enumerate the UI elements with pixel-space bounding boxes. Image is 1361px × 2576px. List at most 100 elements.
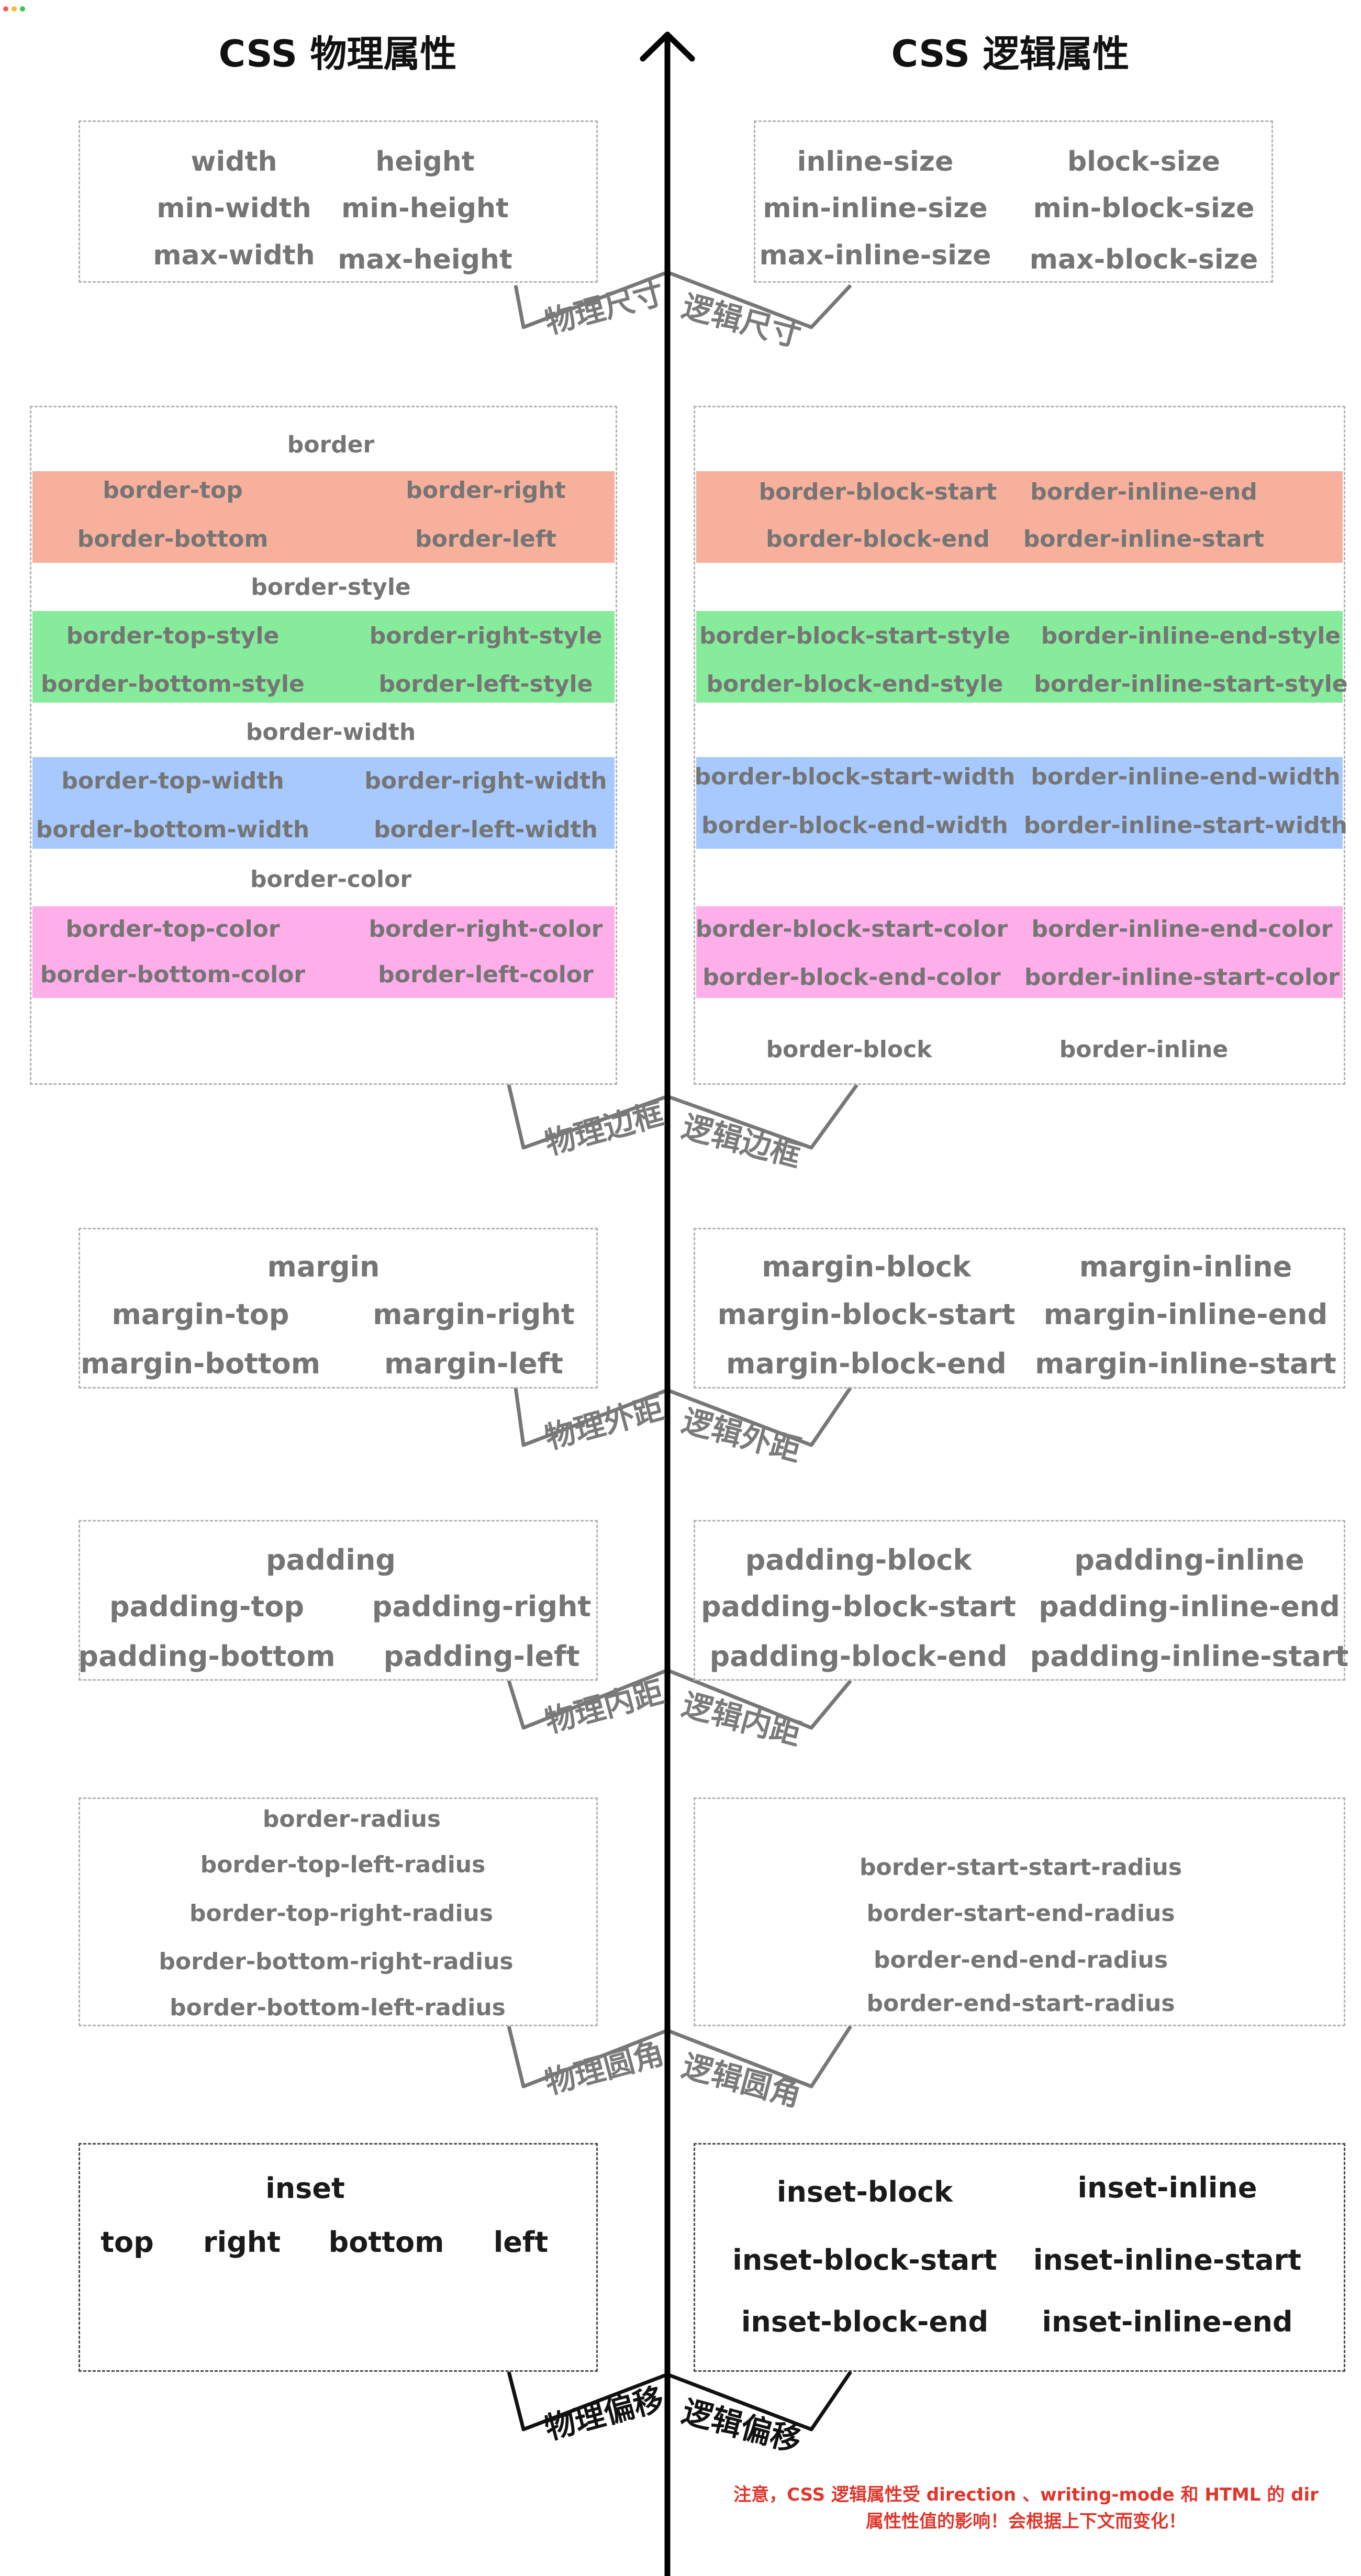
margin-prop: margin-inline-end <box>1043 1298 1328 1331</box>
padding-prop: padding <box>265 1544 396 1576</box>
physical-title: CSS 物理属性 <box>218 32 457 75</box>
size-prop: max-width <box>153 240 315 271</box>
maximize-dot <box>20 6 25 12</box>
padding-prop: padding-block-start <box>701 1590 1016 1623</box>
border-prop: border-inline-start-width <box>1023 812 1348 839</box>
border-prop: border-block-end-color <box>702 964 1001 991</box>
border-prop: border <box>287 431 375 458</box>
margin-prop: margin <box>267 1250 380 1283</box>
note-text: 注意，CSS 逻辑属性受 direction 、writing-mode 和 H… <box>701 2482 1351 2535</box>
border-prop: border-bottom-color <box>40 961 306 988</box>
logical-border-box <box>694 406 1345 1085</box>
note-line: 属性性值的影响！会根据上下文而变化！ <box>866 2511 1186 2532</box>
border-prop: border-top-color <box>65 916 280 942</box>
border-prop: border-block-start-color <box>695 916 1008 942</box>
border-prop: border-left-color <box>378 961 594 988</box>
size-prop: max-inline-size <box>759 240 991 271</box>
border-prop: border-bottom-width <box>36 816 310 843</box>
padding-prop: padding-block-end <box>709 1640 1008 1673</box>
border-prop: border-inline-end-color <box>1031 916 1333 942</box>
border-prop: border-right <box>406 477 566 504</box>
size-prop: min-inline-size <box>763 193 988 224</box>
border-prop: border-style <box>251 574 411 601</box>
border-width-band <box>696 757 1343 849</box>
physical-margin-box <box>79 1228 598 1389</box>
border-prop: border-right-width <box>364 768 607 794</box>
inset-prop: right <box>203 2226 281 2259</box>
size-prop: height <box>375 146 475 177</box>
logical-margin-box <box>694 1228 1345 1389</box>
border-prop: border-inline-end-style <box>1041 623 1341 649</box>
padding-prop: padding-inline-end <box>1039 1590 1340 1623</box>
physical-border-box <box>30 406 617 1085</box>
inset-prop: left <box>493 2226 549 2259</box>
border-prop: border-top-width <box>61 768 284 794</box>
size-prop: max-height <box>338 244 512 275</box>
border-prop: border-left <box>415 526 556 552</box>
inset-prop: inset-block-start <box>732 2244 997 2277</box>
margin-prop: margin-right <box>373 1298 575 1331</box>
border-prop: border-left-width <box>374 816 598 843</box>
radius-prop: border-top-left-radius <box>200 1851 486 1878</box>
radius-prop: border-end-start-radius <box>866 1990 1175 2017</box>
border-style-band <box>696 611 1343 703</box>
margin-prop: margin-left <box>384 1347 563 1380</box>
note-line: 注意，CSS 逻辑属性受 direction 、writing-mode 和 H… <box>733 2484 1319 2505</box>
padding-prop: padding-inline <box>1074 1544 1304 1576</box>
border-prop: border-right-style <box>369 623 603 649</box>
physical-inset-box <box>79 2143 598 2372</box>
border-prop: border-inline-start-color <box>1024 964 1340 991</box>
radius-prop: border-bottom-right-radius <box>159 1948 514 1975</box>
size-prop: width <box>191 146 277 177</box>
logical-title: CSS 逻辑属性 <box>891 32 1130 75</box>
padding-prop: padding-top <box>109 1590 304 1623</box>
padding-prop: padding-block <box>745 1544 972 1576</box>
margin-prop: margin-inline <box>1079 1250 1292 1283</box>
margin-prop: margin-bottom <box>80 1347 321 1380</box>
border-side-band <box>32 471 615 563</box>
border-prop: border-block-end-width <box>701 812 1008 839</box>
inset-prop: inset-inline <box>1077 2171 1257 2204</box>
radius-prop: border-start-start-radius <box>859 1854 1182 1881</box>
border-side-band <box>696 471 1343 563</box>
physical-radius-box <box>79 1797 598 2026</box>
border-prop: border-block-start <box>758 479 997 505</box>
inset-prop: inset-block-end <box>741 2305 989 2338</box>
margin-prop: margin-block <box>762 1250 971 1283</box>
inset-prop: inset <box>265 2172 345 2205</box>
padding-prop: padding-left <box>383 1640 580 1673</box>
border-prop: border-block-end-style <box>706 671 1003 697</box>
border-style-band <box>32 611 615 703</box>
radius-prop: border-radius <box>262 1806 441 1833</box>
border-prop: border-inline-end-width <box>1031 763 1341 790</box>
size-prop: max-block-size <box>1029 244 1258 275</box>
border-prop: border-top-style <box>66 623 280 649</box>
border-prop: border-block-start-style <box>699 623 1010 649</box>
border-prop: border-bottom-style <box>41 671 305 697</box>
margin-prop: margin-top <box>111 1298 289 1331</box>
inset-prop: inset-block <box>776 2175 953 2208</box>
minimize-dot <box>12 6 17 12</box>
border-prop: border-bottom <box>77 526 269 552</box>
size-prop: inline-size <box>797 146 954 177</box>
size-prop: min-width <box>157 193 311 224</box>
border-prop: border-inline-start <box>1023 526 1265 552</box>
inset-prop: inset-inline-end <box>1042 2305 1293 2338</box>
border-width-band <box>32 757 615 849</box>
inset-prop: top <box>101 2226 154 2259</box>
size-prop: block-size <box>1067 146 1221 177</box>
padding-prop: padding-bottom <box>78 1640 336 1673</box>
border-prop: border-width <box>246 719 416 746</box>
margin-prop: margin-block-end <box>726 1347 1007 1380</box>
logical-size-box <box>754 120 1273 283</box>
border-color-band <box>32 906 615 998</box>
border-prop: border-color <box>250 866 412 893</box>
radius-prop: border-end-end-radius <box>873 1947 1168 1973</box>
border-prop: border-block-start-width <box>694 763 1016 790</box>
margin-prop: margin-inline-start <box>1035 1347 1336 1380</box>
margin-prop: margin-block-start <box>717 1298 1016 1331</box>
size-prop: min-height <box>341 193 509 224</box>
logical-inset-box <box>694 2143 1345 2372</box>
logical-radius-box <box>694 1797 1345 2026</box>
padding-prop: padding-inline-start <box>1030 1640 1349 1673</box>
